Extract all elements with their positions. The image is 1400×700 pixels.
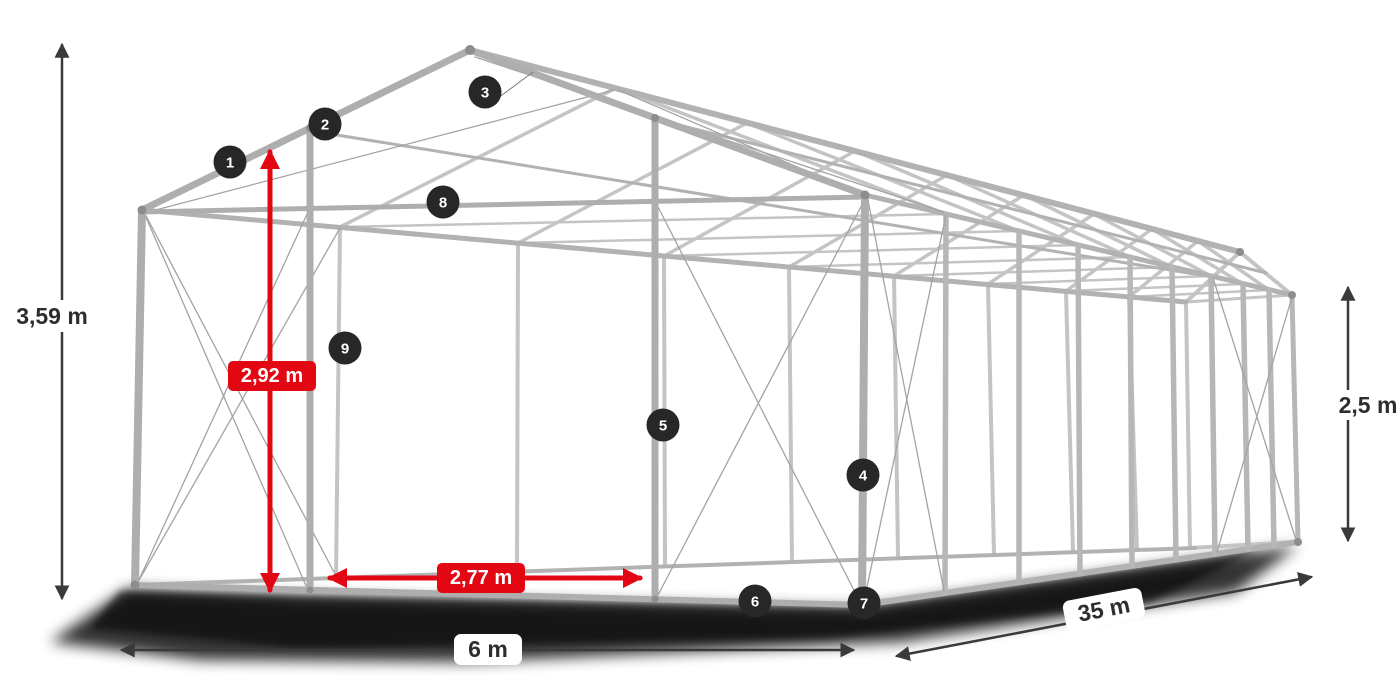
- callout-badge-9: 9: [328, 331, 362, 365]
- callout-badge-8: 8: [426, 185, 460, 219]
- callout-badge-4: 4: [846, 458, 880, 492]
- callout-9-number: 9: [341, 341, 349, 358]
- total-height-label: 3,59 m: [16, 303, 88, 329]
- clear-width-label: 2,77 m: [450, 567, 512, 589]
- callout-2-number: 2: [321, 117, 329, 134]
- clear-height-label-bg: [228, 361, 316, 391]
- callout-6-number: 6: [751, 594, 759, 611]
- length-label-bg: [1062, 587, 1145, 632]
- total-height-label-bg: [4, 300, 102, 332]
- bracing-cables: [137, 56, 1297, 603]
- front-gable: [131, 46, 869, 609]
- ground-shadow: [50, 546, 1298, 662]
- clear-height-label: 2,92 m: [241, 365, 303, 387]
- callout-5-number: 5: [659, 418, 667, 435]
- tent-frame-illustration: [130, 45, 1302, 610]
- clear-width-label-bg: [437, 563, 525, 593]
- callout-badge-1: 1: [213, 145, 247, 179]
- callout-badge-6: 6: [738, 584, 772, 618]
- callout-8-number: 8: [439, 195, 447, 212]
- width-label: 6 m: [468, 636, 508, 662]
- callout-3-number: 3: [481, 85, 489, 102]
- side-height-label: 2,5 m: [1339, 392, 1398, 418]
- callout-7-number: 7: [860, 596, 868, 613]
- callout-badge-3: 3: [468, 75, 502, 109]
- width-label-bg: [454, 634, 522, 665]
- side-height-label-bg: [1336, 390, 1400, 420]
- callout-badges: 1 2 3 4 5 6 7 8 9: [213, 71, 881, 620]
- callout-1-number: 1: [226, 155, 234, 172]
- callout-badge-7: 7: [847, 586, 881, 620]
- callout-badge-2: 2: [308, 107, 342, 141]
- near-wall: [942, 211, 1277, 596]
- callout-4-number: 4: [859, 468, 868, 485]
- callout-badge-5: 5: [646, 408, 680, 442]
- interior-dimensions: 2,92 m 2,77 m: [228, 149, 643, 593]
